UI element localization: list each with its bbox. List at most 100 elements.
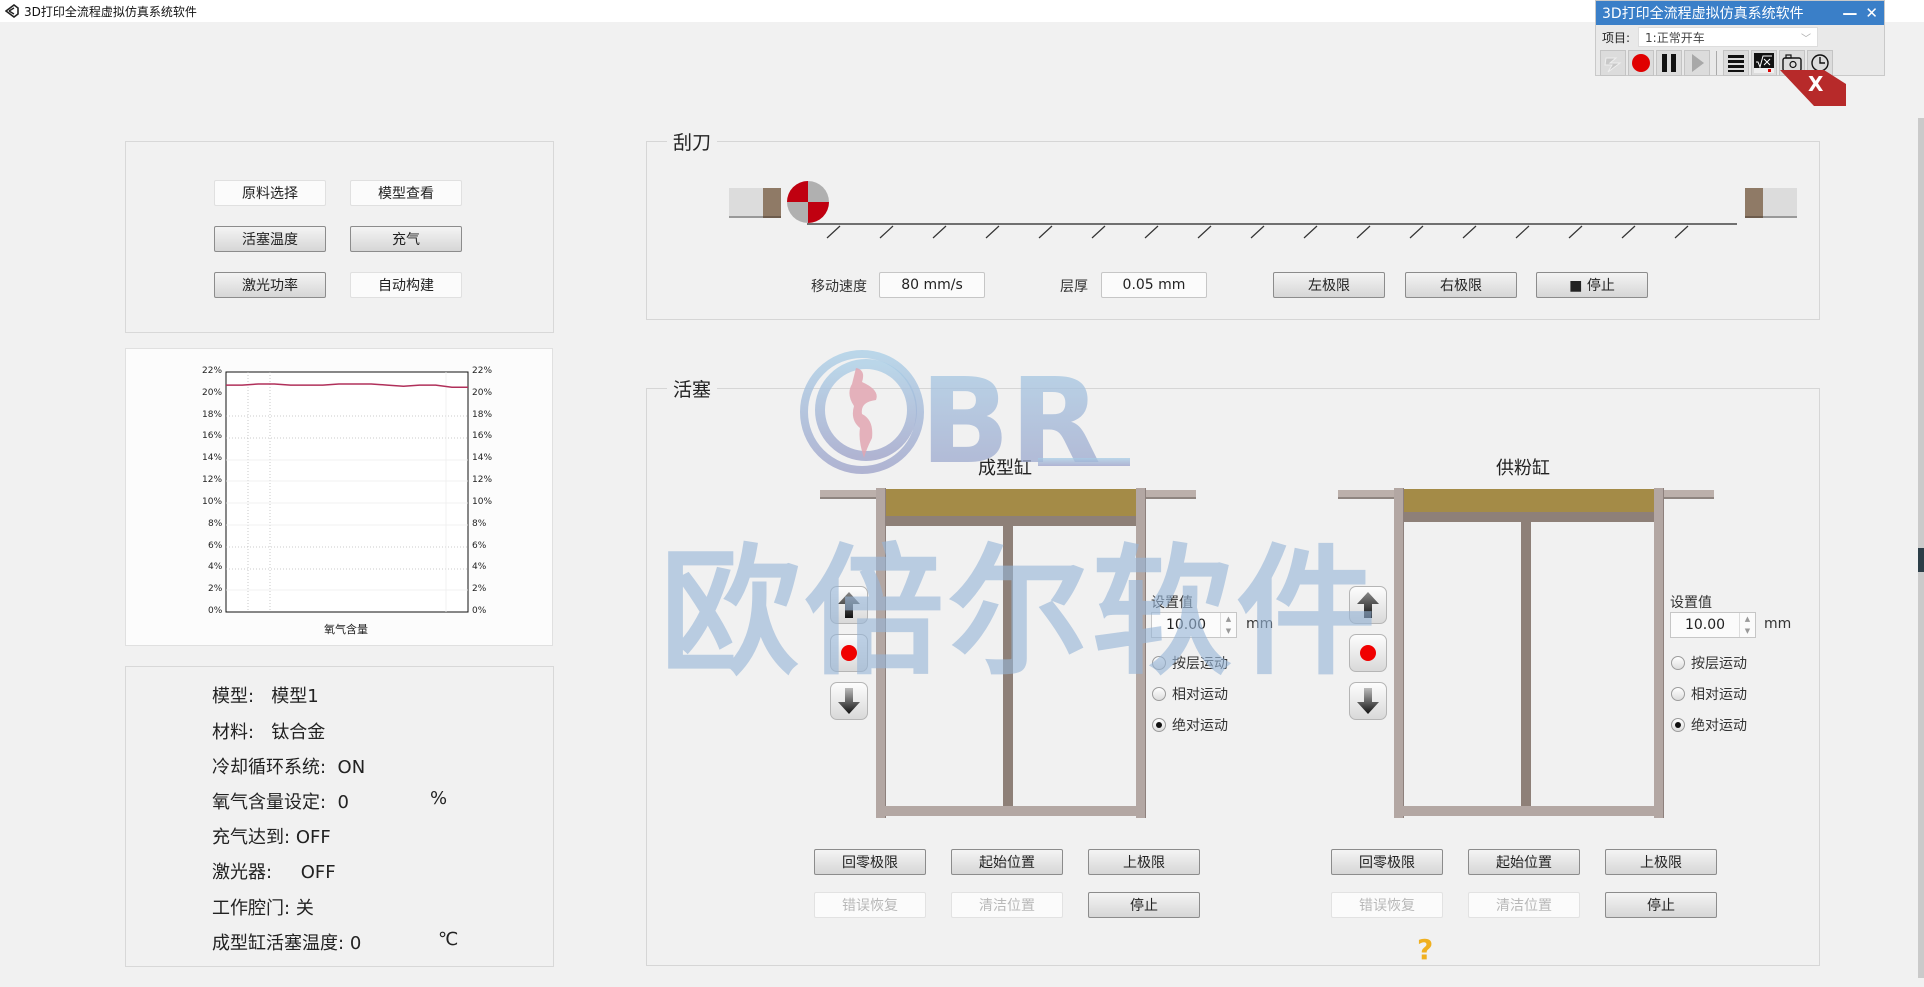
help-icon[interactable]: ? bbox=[1417, 933, 1434, 966]
lightning-icon bbox=[1604, 57, 1622, 73]
status-laser: 激光器: OFF bbox=[212, 862, 336, 883]
feed-powder-layer bbox=[1404, 489, 1654, 512]
feed-cylinder-diagram bbox=[1338, 488, 1718, 818]
feed-mode-layer[interactable]: 按层运动 bbox=[1671, 653, 1747, 673]
spin-down-icon[interactable]: ▼ bbox=[1744, 627, 1751, 635]
overlay-close-button[interactable]: X bbox=[1780, 70, 1846, 106]
y-tick-left: 10% bbox=[202, 496, 223, 507]
radio-checked-icon bbox=[1671, 718, 1685, 732]
radio-unchecked-icon bbox=[1671, 687, 1685, 701]
y-tick-left: 22% bbox=[202, 366, 223, 376]
laser-value: OFF bbox=[300, 862, 336, 883]
build-home-button[interactable]: 回零极限 bbox=[814, 849, 926, 875]
build-setpoint-label: 设置值 bbox=[1151, 595, 1193, 611]
feed-mode-absolute[interactable]: 绝对运动 bbox=[1671, 715, 1747, 735]
model-view-button[interactable]: 模型查看 bbox=[350, 180, 462, 206]
build-upper-limit-button[interactable]: 上极限 bbox=[1088, 849, 1200, 875]
project-select[interactable]: 1:正常开车 ﹀ bbox=[1638, 27, 1819, 47]
y-tick-left: 0% bbox=[208, 606, 223, 616]
model-value: 模型1 bbox=[271, 686, 319, 707]
feed-home-button[interactable]: 回零极限 bbox=[1331, 849, 1443, 875]
record-icon bbox=[1360, 645, 1376, 661]
function-buttons-panel: 原料选择 模型查看 活塞温度 充气 激光功率 自动构建 bbox=[125, 141, 554, 333]
build-down-button[interactable] bbox=[830, 682, 868, 720]
formula-button[interactable] bbox=[1751, 50, 1777, 76]
y-tick-right: 4% bbox=[472, 562, 487, 573]
status-oxygen: 氧气含量设定: 0 % bbox=[212, 788, 448, 813]
watermark-logo: BR bbox=[800, 350, 1140, 490]
build-stop-button[interactable] bbox=[830, 634, 868, 672]
close-button[interactable]: ✕ bbox=[1865, 4, 1878, 22]
feed-stop-motion-button[interactable]: 停止 bbox=[1605, 892, 1717, 918]
build-start-pos-button[interactable]: 起始位置 bbox=[951, 849, 1063, 875]
door-value: 关 bbox=[295, 898, 314, 919]
y-tick-right: 0% bbox=[472, 606, 487, 616]
y-tick-left: 2% bbox=[208, 584, 223, 595]
scraper-title: 刮刀 bbox=[667, 128, 718, 155]
build-error-recover-button[interactable]: 错误恢复 bbox=[814, 892, 926, 918]
layer-thickness-input[interactable]: 0.05 mm bbox=[1101, 272, 1207, 298]
feed-start-pos-button[interactable]: 起始位置 bbox=[1468, 849, 1580, 875]
piston-temp-button[interactable]: 活塞温度 bbox=[214, 226, 326, 252]
material-select-button[interactable]: 原料选择 bbox=[214, 180, 326, 206]
y-tick-left: 14% bbox=[202, 453, 223, 464]
status-material: 材料: 钛合金 bbox=[212, 722, 326, 743]
feed-clean-pos-button[interactable]: 清洁位置 bbox=[1468, 892, 1580, 918]
build-piston-rod bbox=[1003, 526, 1013, 806]
build-stop-motion-button[interactable]: 停止 bbox=[1088, 892, 1200, 918]
build-mode-relative[interactable]: 相对运动 bbox=[1152, 684, 1228, 704]
spin-up-icon[interactable]: ▲ bbox=[1225, 615, 1232, 623]
build-mode-absolute[interactable]: 绝对运动 bbox=[1152, 715, 1228, 735]
right-limit-button[interactable]: 右极限 bbox=[1405, 272, 1517, 298]
feed-piston-plate bbox=[1404, 512, 1654, 522]
layer-thickness-label: 层厚 bbox=[1060, 279, 1088, 295]
arrow-down-icon bbox=[838, 688, 860, 714]
build-up-button[interactable] bbox=[830, 586, 868, 624]
status-piston-temp: 成型缸活塞温度: 0 ℃ bbox=[212, 929, 459, 954]
feed-up-button[interactable] bbox=[1349, 586, 1387, 624]
minimize-button[interactable]: — bbox=[1842, 4, 1858, 22]
feed-mode-relative[interactable]: 相对运动 bbox=[1671, 684, 1747, 704]
radio-checked-icon bbox=[1152, 718, 1166, 732]
status-cooling: 冷却循环系统: ON bbox=[212, 757, 366, 778]
scraper-blade-icon[interactable] bbox=[785, 179, 831, 225]
right-scrollbar-thumb[interactable] bbox=[1918, 548, 1924, 572]
status-panel bbox=[125, 666, 554, 967]
left-limit-button[interactable]: 左极限 bbox=[1273, 272, 1385, 298]
pause-button[interactable] bbox=[1656, 50, 1682, 76]
record-button[interactable] bbox=[1628, 50, 1654, 76]
y-tick-right: 20% bbox=[472, 387, 493, 398]
build-mode-layer[interactable]: 按层运动 bbox=[1152, 653, 1228, 673]
scraper-stop-button[interactable]: ■ 停止 bbox=[1536, 272, 1648, 298]
y-tick-left: 12% bbox=[202, 475, 223, 486]
play-icon bbox=[1692, 54, 1704, 72]
menu-button[interactable] bbox=[1723, 50, 1749, 76]
sim-control-titlebar[interactable]: 3D打印全流程虚拟仿真系统软件 — ✕ bbox=[1596, 1, 1884, 25]
window-title: 3D打印全流程虚拟仿真系统软件 bbox=[24, 4, 197, 19]
build-clean-pos-button[interactable]: 清洁位置 bbox=[951, 892, 1063, 918]
status-inflate: 充气达到: OFF bbox=[212, 827, 331, 848]
build-cylinder-title: 成型缸 bbox=[978, 458, 1032, 479]
feed-down-button[interactable] bbox=[1349, 682, 1387, 720]
lightning-button[interactable] bbox=[1600, 50, 1626, 76]
y-tick-right: 10% bbox=[472, 496, 493, 507]
arrow-up-icon bbox=[1357, 592, 1379, 618]
y-tick-right: 8% bbox=[472, 518, 487, 529]
inflate-button[interactable]: 充气 bbox=[350, 226, 462, 252]
chevron-down-icon: ﹀ bbox=[1801, 33, 1812, 45]
auto-build-button[interactable]: 自动构建 bbox=[350, 272, 462, 298]
svg-text:BR: BR bbox=[920, 352, 1101, 480]
feed-setpoint-spinbox[interactable]: 10.00 ▲▼ bbox=[1670, 612, 1756, 638]
feed-setpoint-unit: mm bbox=[1764, 616, 1792, 632]
play-button[interactable] bbox=[1684, 50, 1710, 76]
feed-upper-limit-button[interactable]: 上极限 bbox=[1605, 849, 1717, 875]
spin-down-icon[interactable]: ▼ bbox=[1225, 627, 1232, 635]
build-setpoint-value: 10.00 bbox=[1165, 617, 1207, 633]
formula-icon bbox=[1754, 53, 1774, 73]
build-setpoint-spinbox[interactable]: 10.00 ▲ ▼ bbox=[1151, 612, 1237, 638]
feed-error-recover-button[interactable]: 错误恢复 bbox=[1331, 892, 1443, 918]
spin-up-icon[interactable]: ▲ bbox=[1744, 615, 1751, 623]
feed-stop-button[interactable] bbox=[1349, 634, 1387, 672]
speed-input[interactable]: 80 mm/s bbox=[879, 272, 985, 298]
laser-power-button[interactable]: 激光功率 bbox=[214, 272, 326, 298]
